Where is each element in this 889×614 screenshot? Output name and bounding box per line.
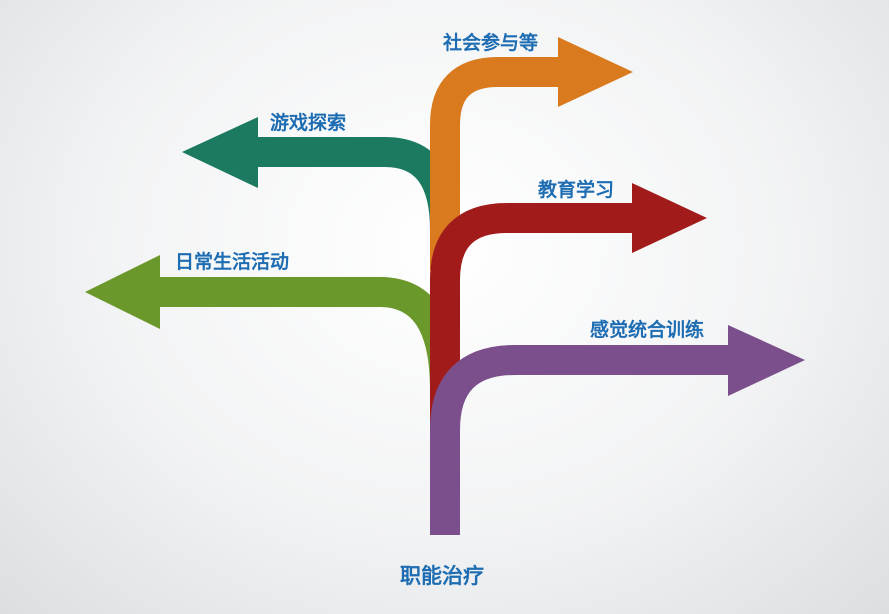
label-play: 游戏探索 (270, 112, 347, 134)
arrow-daily-living (85, 255, 460, 391)
arrow-sensory (430, 325, 805, 535)
root-label: 职能治疗 (400, 564, 484, 588)
label-daily-living: 日常生活活动 (175, 251, 290, 273)
label-social: 社会参与等 (443, 32, 539, 54)
arrow-social (430, 37, 633, 270)
label-sensory: 感觉统合训练 (590, 319, 705, 341)
label-education: 教育学习 (538, 179, 615, 201)
arrow-education (430, 183, 707, 430)
